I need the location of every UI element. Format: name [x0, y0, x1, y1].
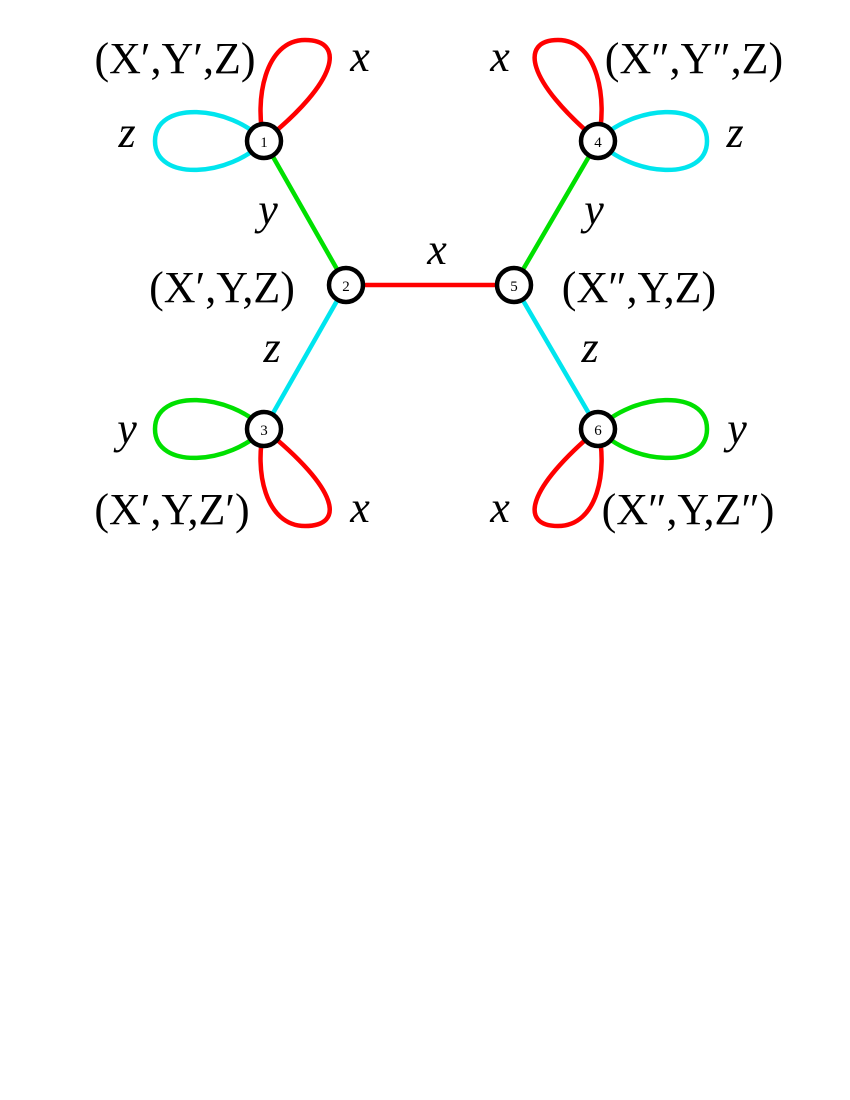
node-4-coords: (X″,Y″,Z) [605, 34, 783, 83]
loop-6-y-label: y [723, 404, 747, 453]
loop-4-x [532, 37, 604, 144]
loop-1-z-label: z [117, 108, 135, 157]
loop-4-z-label: z [725, 108, 743, 157]
edge-5-6-label: z [580, 323, 598, 372]
loop-6-y [595, 397, 710, 461]
node-4: 4 [578, 121, 618, 161]
edge-2-5-label: x [426, 225, 447, 274]
node-5-number: 5 [510, 279, 518, 295]
edge-5-6 [511, 282, 601, 432]
edge-2-3 [261, 282, 349, 432]
node-6: 6 [578, 409, 618, 449]
loop-3-x [258, 426, 332, 529]
node-1-number: 1 [260, 135, 268, 151]
loop-6-x [532, 426, 604, 529]
edge-4-5-label: y [580, 185, 604, 234]
loop-4-z [595, 109, 710, 173]
edge-1-2 [261, 138, 349, 288]
loop-1-x [258, 37, 332, 144]
node-5: 5 [494, 265, 534, 305]
node-5-coords: (X″,Y,Z) [562, 263, 716, 312]
loop-4-x-label: x [489, 32, 510, 81]
node-3-coords: (X′,Y,Z′) [94, 485, 249, 534]
node-2-number: 2 [342, 279, 350, 295]
node-3-number: 3 [260, 423, 268, 439]
node-2-coords: (X′,Y,Z) [149, 263, 295, 312]
loop-3-y-label: y [113, 404, 137, 453]
node-3: 3 [244, 409, 284, 449]
loop-1-x-label: x [349, 32, 370, 81]
loop-6-x-label: x [489, 483, 510, 532]
edge-1-2-label: y [254, 185, 278, 234]
node-4-number: 4 [594, 135, 602, 151]
loop-3-y [152, 397, 267, 461]
node-6-coords: (X″,Y,Z″) [602, 485, 775, 534]
loop-3-x-label: x [349, 483, 370, 532]
loop-1-z [152, 109, 267, 173]
edge-2-3-label: z [262, 323, 280, 372]
node-2: 2 [326, 265, 366, 305]
node-1-coords: (X′,Y′,Z) [95, 34, 256, 83]
edge-4-5 [511, 138, 601, 288]
node-6-number: 6 [594, 423, 602, 439]
node-1: 1 [244, 121, 284, 161]
